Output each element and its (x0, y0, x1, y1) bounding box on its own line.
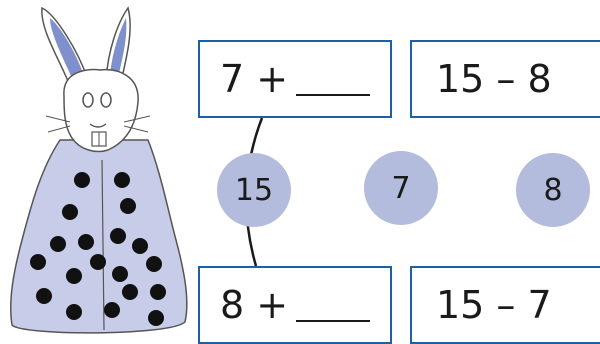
equation-box-top-left: 7 + (198, 40, 392, 118)
equation-box-top-right: 15 – 8 (410, 40, 600, 118)
equation-text-top-left: 7 + (220, 42, 288, 116)
equation-box-bottom-left: 8 + (198, 266, 392, 344)
part-number-circle-b: 8 (516, 153, 590, 227)
answer-blank-top-left[interactable] (296, 94, 370, 96)
equation-box-bottom-right: 15 – 7 (410, 266, 600, 344)
equation-text-bottom-right: 15 – 7 (436, 268, 552, 342)
equation-text-top-right: 15 – 8 (436, 42, 552, 116)
equation-text-bottom-left: 8 + (220, 268, 288, 342)
whole-number-circle: 15 (217, 153, 291, 227)
answer-blank-bottom-left[interactable] (296, 320, 370, 322)
part-number-circle-a: 7 (364, 151, 438, 225)
